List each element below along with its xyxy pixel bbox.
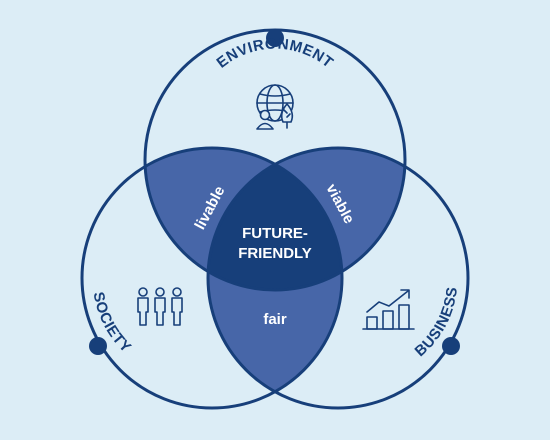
globe-people-tree-icon bbox=[256, 84, 294, 130]
growth-bar-chart-icon bbox=[362, 289, 415, 330]
society-marker-dot bbox=[89, 337, 107, 355]
business-circle bbox=[206, 146, 470, 410]
business-marker-dot bbox=[442, 337, 460, 355]
center-label-line2: FRIENDLY bbox=[238, 245, 312, 262]
society-circle bbox=[80, 146, 344, 410]
environment-label: ENVIRONMENT bbox=[214, 36, 337, 72]
fair-label: fair bbox=[263, 311, 287, 328]
center-label-line1: FUTURE- bbox=[242, 225, 308, 242]
environment-marker-dot bbox=[266, 29, 284, 47]
people-group-icon bbox=[137, 287, 183, 326]
